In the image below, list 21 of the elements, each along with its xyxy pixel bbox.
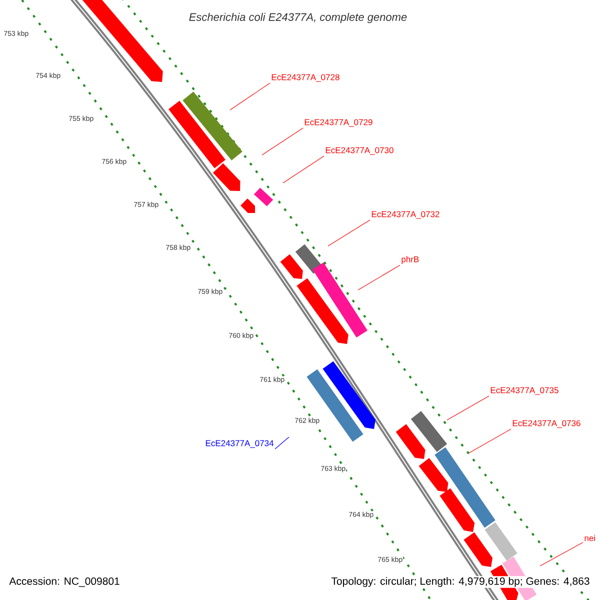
leader-line bbox=[230, 82, 270, 110]
leader-line bbox=[540, 542, 584, 566]
gene-label: EcE24377A_0730 bbox=[326, 147, 394, 155]
gene-label: EcE24377A_0736 bbox=[512, 420, 580, 428]
gene-label: EcE24377A_0728 bbox=[272, 74, 340, 82]
leader-line bbox=[262, 128, 304, 156]
gene-label: phrB bbox=[402, 256, 419, 264]
gene-label: EcE24377A_0732 bbox=[372, 211, 440, 219]
genome-info-text: Topology: circular; Length: 4,979,619 bp; Genes: 4,863 bbox=[330, 576, 591, 588]
leader-line bbox=[328, 220, 370, 246]
leader-line bbox=[468, 428, 512, 454]
leader-line bbox=[446, 396, 490, 420]
leader-line bbox=[274, 436, 290, 450]
leader-line bbox=[358, 264, 400, 290]
gene-label: EcE24377A_0735 bbox=[490, 387, 558, 395]
gene-label: nei bbox=[584, 534, 595, 542]
gene-label: EcE24377A_0734 bbox=[206, 440, 274, 448]
gene-label: EcE24377A_0729 bbox=[304, 119, 372, 127]
accession-text: Accession: NC_009801 bbox=[9, 577, 120, 587]
title: Escherichia coli E24377A, complete genome bbox=[189, 12, 407, 24]
leader-line bbox=[282, 156, 324, 184]
